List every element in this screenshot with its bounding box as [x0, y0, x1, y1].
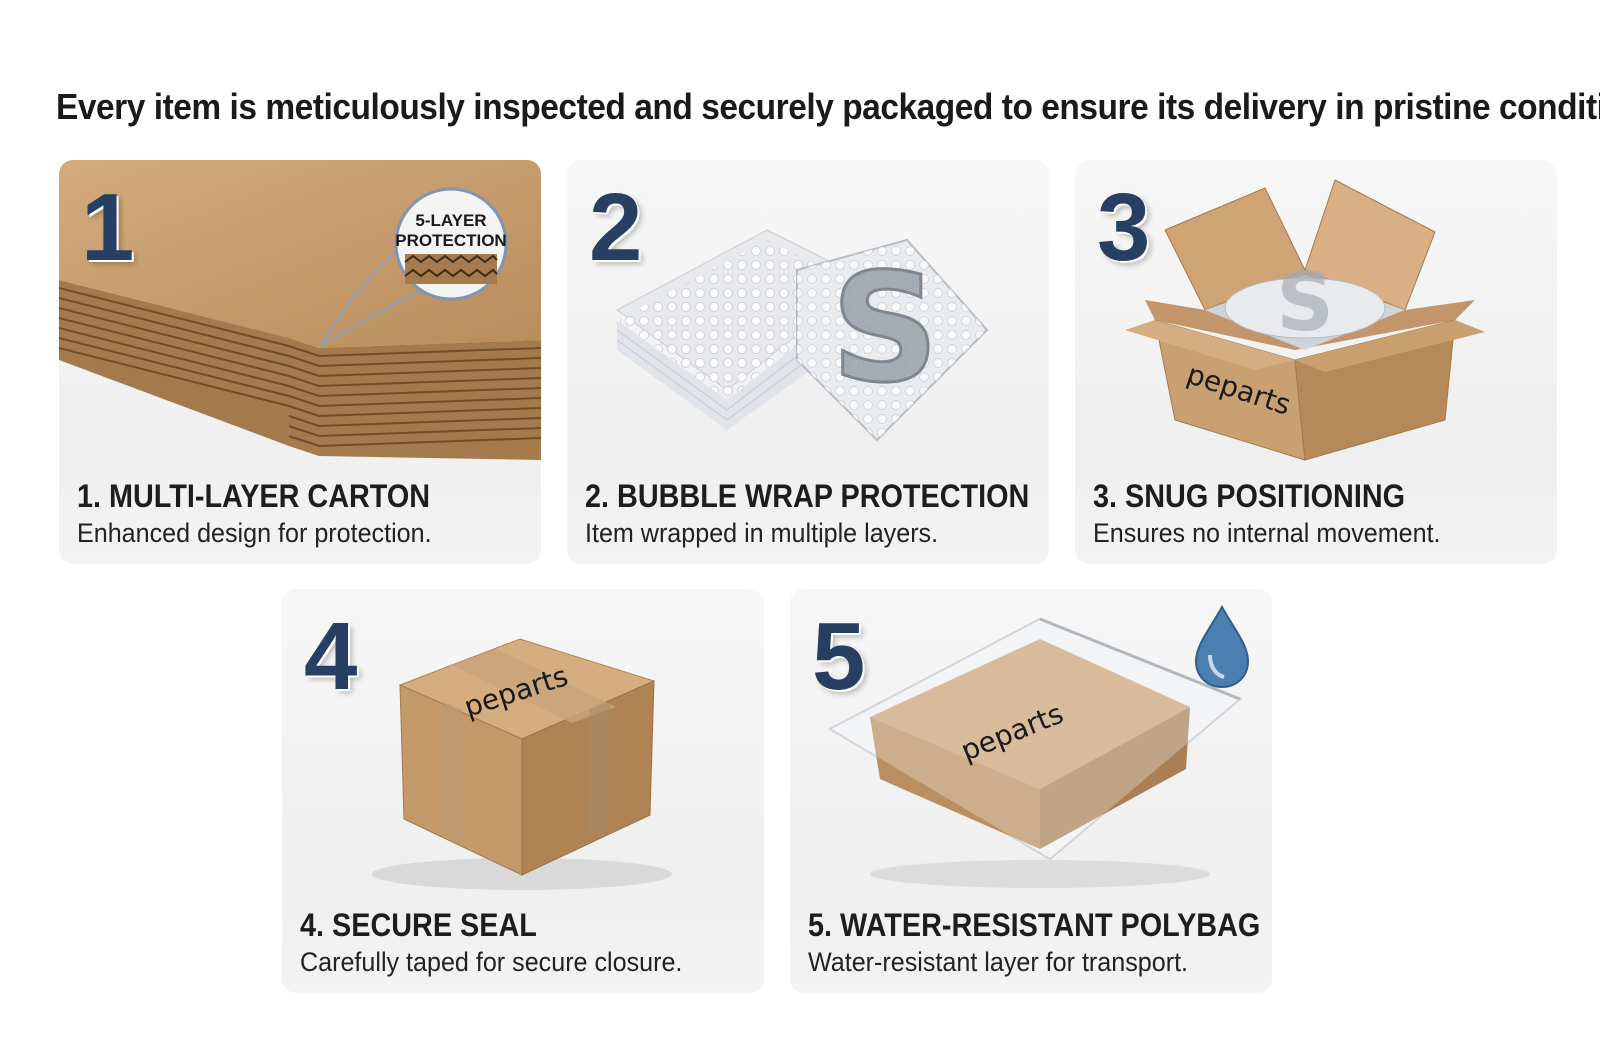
- step-number: 4: [304, 603, 358, 710]
- step-description: Ensures no internal movement.: [1093, 518, 1441, 548]
- polybag-icon: peparts: [827, 604, 1250, 888]
- open-box-icon: S peparts: [1125, 179, 1485, 461]
- step-description: Enhanced design for protection.: [77, 518, 432, 548]
- step-number: 2: [589, 174, 643, 281]
- step-card-polybag: peparts 5 5. WATER-RESISTANT POLYBAG Wat…: [790, 589, 1272, 993]
- step-title: 3. SNUG POSITIONING: [1093, 478, 1406, 514]
- badge-line-1: 5-LAYER: [415, 211, 486, 230]
- step-description: Water-resistant layer for transport.: [808, 947, 1189, 977]
- page-headline: Every item is meticulously inspected and…: [56, 86, 1600, 127]
- bubble-wrap-icon: S: [616, 229, 989, 442]
- step-description: Item wrapped in multiple layers.: [585, 518, 939, 548]
- step-title: 2. BUBBLE WRAP PROTECTION: [585, 478, 1030, 514]
- step-number: 3: [1097, 174, 1151, 281]
- step-description: Carefully taped for secure closure.: [300, 947, 683, 977]
- step-number: 1: [81, 174, 135, 281]
- svg-text:S: S: [1276, 256, 1334, 349]
- sealed-box-icon: peparts: [372, 638, 672, 890]
- step-number: 5: [812, 603, 866, 710]
- step-card-snug-positioning: S peparts 3 3. SNUG POSITIONING Ensures …: [1075, 160, 1557, 564]
- step-card-bubble-wrap: S 2 2. BUBBLE WRAP PROTECTION Item wrapp…: [567, 160, 1049, 564]
- step-title: 1. MULTI-LAYER CARTON: [77, 478, 431, 514]
- badge-line-2: PROTECTION: [395, 231, 506, 250]
- cardboard-stack-icon: 5-LAYER PROTECTION: [59, 160, 541, 460]
- svg-text:S: S: [831, 242, 939, 416]
- water-drop-icon: [1194, 604, 1250, 689]
- step-card-secure-seal: peparts 4 4. SECURE SEAL Carefully taped…: [282, 589, 764, 993]
- step-title: 4. SECURE SEAL: [300, 907, 537, 943]
- step-title: 5. WATER-RESISTANT POLYBAG: [808, 907, 1261, 943]
- step-card-multi-layer-carton: 5-LAYER PROTECTION 1 1. MULTI-LAYER CART…: [59, 160, 541, 564]
